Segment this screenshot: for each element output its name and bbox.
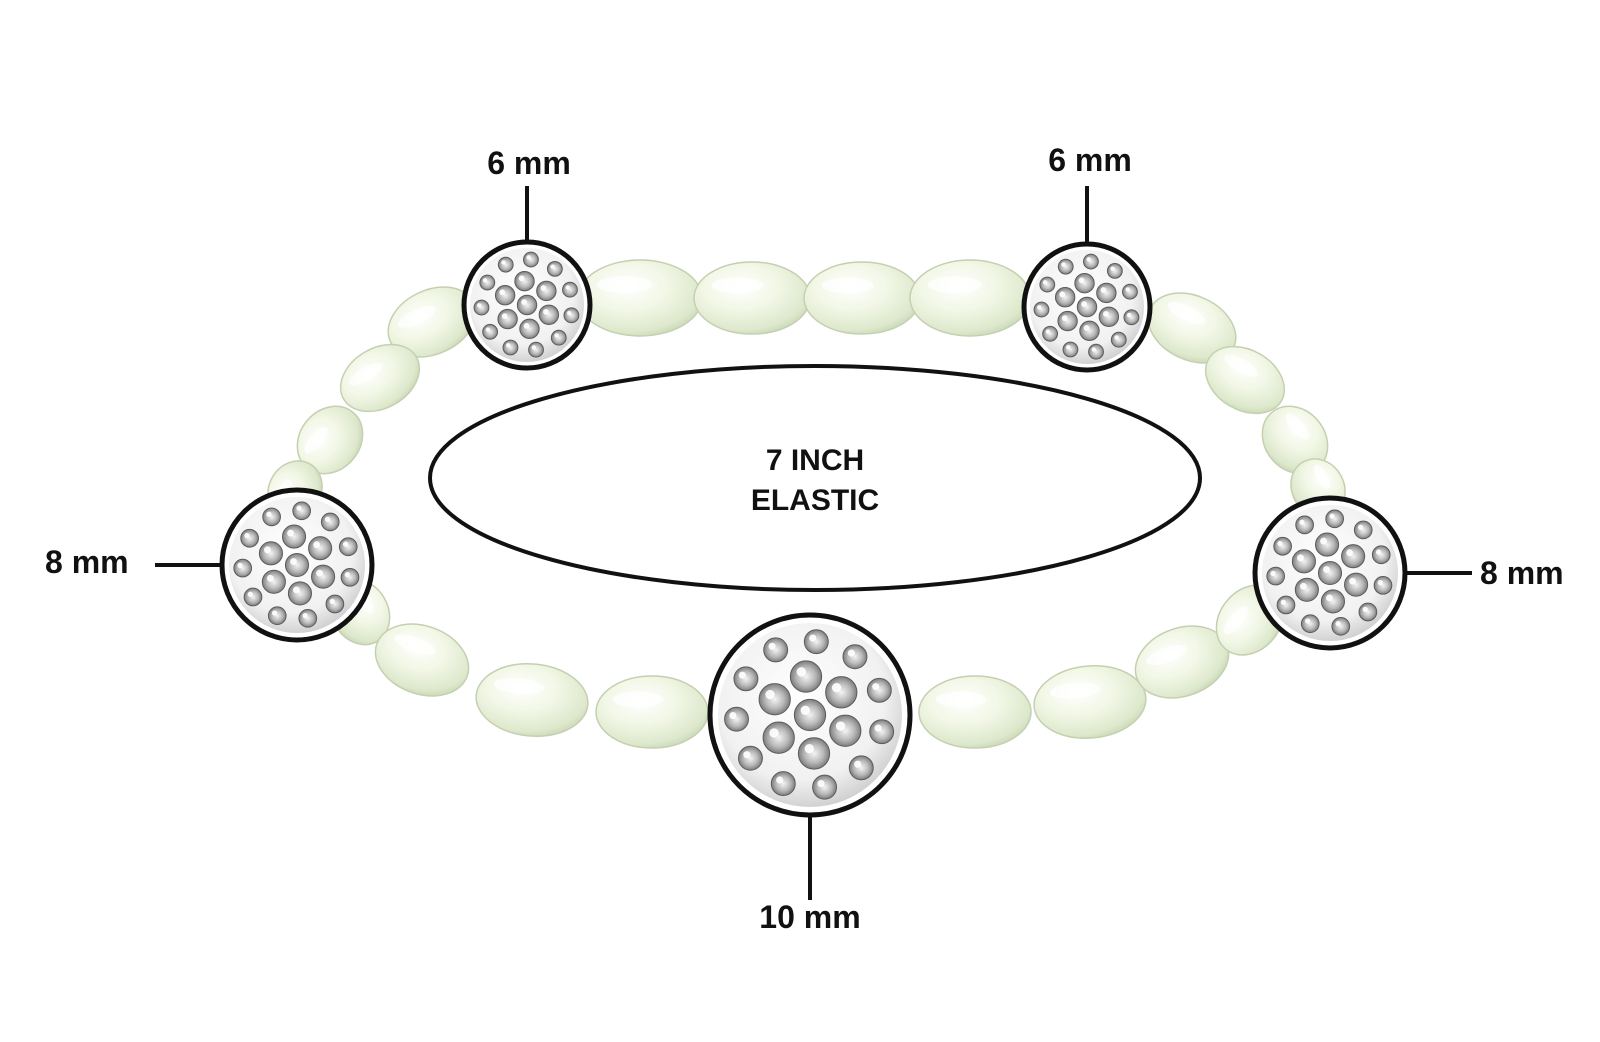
- pearl-bead: [909, 259, 1031, 337]
- pearl-bead: [693, 261, 811, 335]
- pearl-bead: [1033, 665, 1147, 739]
- elastic-label-line1: 7 INCH: [766, 444, 864, 477]
- size-label-left: 8 mm: [45, 544, 129, 580]
- elastic-label-line2: ELASTIC: [751, 484, 879, 517]
- crystal-ball-top-left: [461, 239, 593, 371]
- elastic-ellipse: [428, 364, 1202, 592]
- pearl-bead: [918, 675, 1032, 749]
- size-label-top-right: 6 mm: [1048, 142, 1132, 178]
- pearl-bead: [1134, 625, 1230, 699]
- pearl-bead: [577, 259, 703, 337]
- crystal-ball-right: [1252, 495, 1408, 651]
- pearl-bead: [595, 675, 709, 749]
- pearl-bead: [296, 405, 364, 475]
- leader-lines: [155, 186, 1472, 900]
- pearl-bead: [374, 623, 470, 697]
- size-label-bottom: 10 mm: [759, 899, 860, 935]
- crystal-balls: [219, 239, 1408, 818]
- pearl-bead: [387, 286, 477, 358]
- elastic-label-group: 7 INCH ELASTIC: [428, 364, 1202, 592]
- pearl-bead: [803, 261, 921, 335]
- crystal-ball-bottom: [707, 612, 913, 818]
- crystal-ball-left: [219, 487, 375, 643]
- pearl-bead: [339, 343, 421, 413]
- pearl-strand: [267, 259, 1346, 749]
- size-label-right: 8 mm: [1480, 555, 1564, 591]
- crystal-ball-top-left-callout-ring: [461, 239, 593, 371]
- size-label-top-left: 6 mm: [487, 145, 571, 181]
- crystal-ball-top-right: [1021, 241, 1153, 373]
- pearl-bead: [475, 663, 589, 737]
- pearl-bead: [1204, 345, 1286, 415]
